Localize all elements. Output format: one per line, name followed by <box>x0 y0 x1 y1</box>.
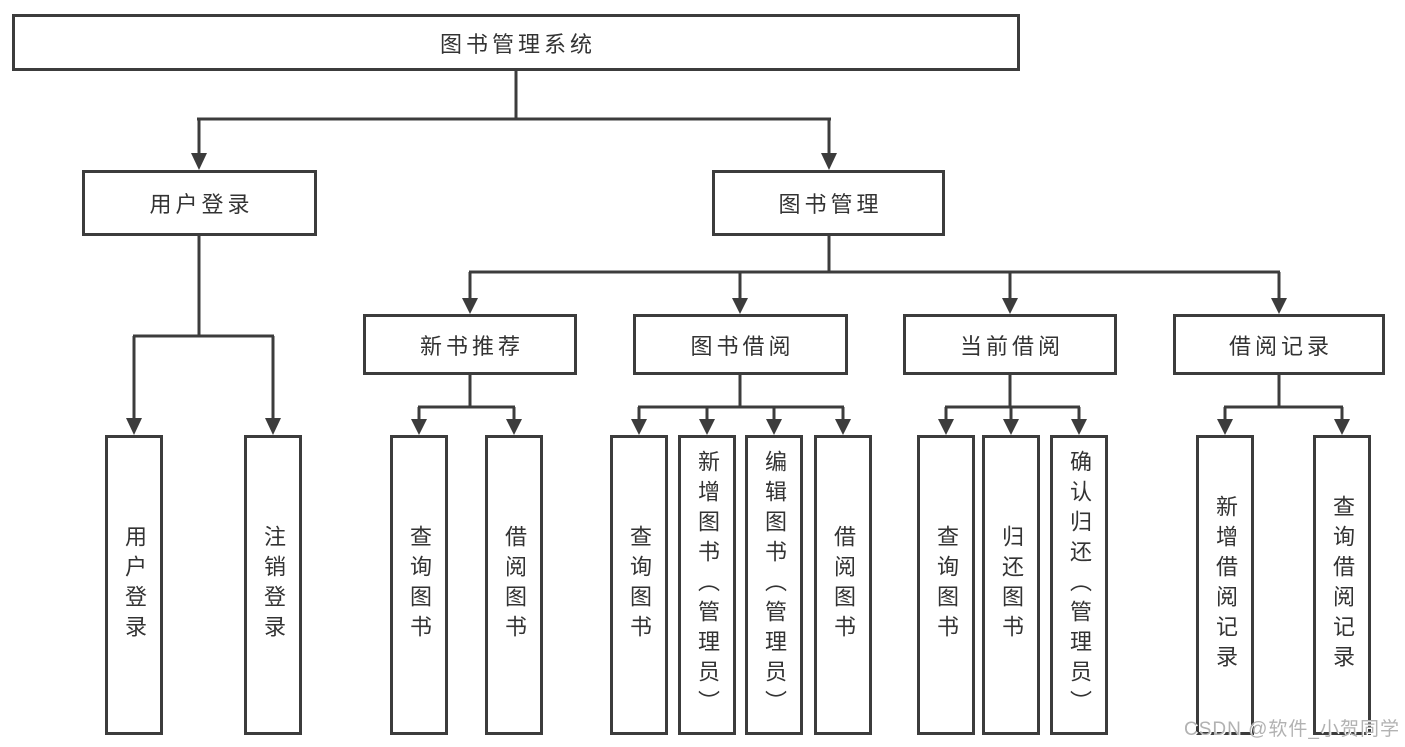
node-new-book-recommendation-label: 新书推荐 <box>419 333 524 359</box>
leaf-confirm-return-admin-label: 确认归还（管理员） <box>1067 450 1092 720</box>
leaf-edit-books-admin: 编辑图书（管理员） <box>745 435 803 735</box>
leaf-add-borrow-record-label: 新增借阅记录 <box>1213 495 1238 675</box>
connector-user-login-to-leaves <box>126 236 281 435</box>
leaf-query-borrow-record: 查询借阅记录 <box>1313 435 1371 735</box>
node-user-login: 用户登录 <box>82 170 317 236</box>
node-current-borrowing: 当前借阅 <box>903 314 1117 375</box>
leaf-edit-books-admin-label: 编辑图书（管理员） <box>762 450 787 720</box>
leaf-borrow-books: 借阅图书 <box>814 435 872 735</box>
connector-root-to-level2 <box>191 71 837 170</box>
leaf-logout: 注销登录 <box>244 435 302 735</box>
leaf-query-books-borrow: 查询图书 <box>610 435 668 735</box>
leaf-query-books-borrow-label: 查询图书 <box>627 525 652 645</box>
node-root-system: 图书管理系统 <box>12 14 1020 71</box>
connector-book-borrow-to-leaves <box>631 375 851 435</box>
leaf-user-login: 用户登录 <box>105 435 163 735</box>
leaf-borrow-books-recommend: 借阅图书 <box>485 435 543 735</box>
leaf-query-books-recommend-label: 查询图书 <box>407 525 432 645</box>
leaf-query-books-current: 查询图书 <box>917 435 975 735</box>
leaf-add-books-admin-label: 新增图书（管理员） <box>695 450 720 720</box>
leaf-return-books-label: 归还图书 <box>999 525 1024 645</box>
leaf-borrow-books-recommend-label: 借阅图书 <box>502 525 527 645</box>
leaf-add-books-admin: 新增图书（管理员） <box>678 435 736 735</box>
leaf-confirm-return-admin: 确认归还（管理员） <box>1050 435 1108 735</box>
connector-current-borrow-to-leaves <box>938 375 1087 435</box>
node-borrowing-records-label: 借阅记录 <box>1228 333 1333 359</box>
csdn-watermark: CSDN @软件_小贺同学 <box>1184 719 1400 740</box>
connector-book-mgmt-to-sections <box>462 236 1287 314</box>
leaf-logout-label: 注销登录 <box>261 525 286 645</box>
node-borrowing-records: 借阅记录 <box>1173 314 1385 375</box>
connector-new-book-to-leaves <box>411 375 522 435</box>
leaf-user-login-label: 用户登录 <box>122 525 147 645</box>
node-book-management: 图书管理 <box>712 170 945 236</box>
leaf-query-books-recommend: 查询图书 <box>390 435 448 735</box>
connector-borrow-records-to-leaves <box>1217 375 1350 435</box>
leaf-query-borrow-record-label: 查询借阅记录 <box>1330 495 1355 675</box>
node-user-login-label: 用户登录 <box>149 192 254 217</box>
node-book-borrowing-label: 图书借阅 <box>690 333 795 359</box>
leaf-add-borrow-record: 新增借阅记录 <box>1196 435 1254 735</box>
node-current-borrowing-label: 当前借阅 <box>959 333 1064 359</box>
node-book-borrowing: 图书借阅 <box>633 314 848 375</box>
node-book-management-label: 图书管理 <box>778 192 883 217</box>
node-new-book-recommendation: 新书推荐 <box>363 314 577 375</box>
leaf-return-books: 归还图书 <box>982 435 1040 735</box>
leaf-borrow-books-label: 借阅图书 <box>831 525 856 645</box>
node-root-label: 图书管理系统 <box>439 31 596 57</box>
leaf-query-books-current-label: 查询图书 <box>934 525 959 645</box>
